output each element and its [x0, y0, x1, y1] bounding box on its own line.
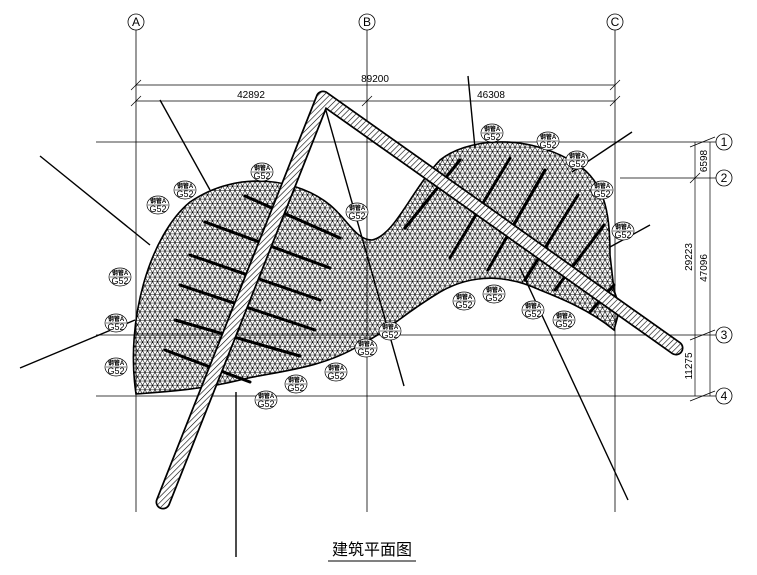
- member-tag: 钢管A G52: [250, 162, 274, 182]
- right-dimensions: [689, 136, 716, 402]
- member-tag-top: 钢管A: [382, 323, 399, 331]
- member-tag: 钢管A G52: [354, 338, 378, 358]
- axis-bubble-c: C: [606, 13, 624, 31]
- member-tag-top: 钢管A: [569, 152, 586, 160]
- member-tag-bottom: G52: [455, 300, 472, 310]
- member-tag: 钢管A G52: [590, 180, 614, 200]
- axis-label-4: 4: [721, 389, 728, 403]
- member-tag-bottom: G52: [287, 383, 304, 393]
- roof-membrane: [132, 141, 621, 395]
- member-tag-top: 钢管A: [177, 182, 194, 190]
- axis-label-b: B: [363, 15, 371, 29]
- axis-bubble-b: B: [358, 13, 376, 31]
- member-tag-bottom: G52: [348, 211, 365, 221]
- member-tag: 钢管A G52: [284, 374, 308, 394]
- horizontal-axes: [96, 141, 716, 397]
- member-tag-top: 钢管A: [456, 293, 473, 301]
- member-tag-bottom: G52: [176, 189, 193, 199]
- axis-label-1: 1: [721, 135, 728, 149]
- member-tag: 钢管A G52: [611, 221, 635, 241]
- member-tag-top: 钢管A: [288, 376, 305, 384]
- member-tag: 钢管A G52: [536, 131, 560, 151]
- member-tag-bottom: G52: [327, 371, 344, 381]
- member-tag: 钢管A G52: [104, 313, 128, 333]
- member-tag-bottom: G52: [568, 159, 585, 169]
- member-tag-top: 钢管A: [328, 364, 345, 372]
- member-tag: 钢管A G52: [521, 300, 545, 320]
- dim-span-12: 6598: [699, 149, 710, 172]
- member-tag-top: 钢管A: [556, 312, 573, 320]
- member-tag: 钢管A G52: [552, 310, 576, 330]
- axis-label-3: 3: [721, 328, 728, 342]
- member-tag-top: 钢管A: [540, 133, 557, 141]
- member-tag: 钢管A G52: [345, 202, 369, 222]
- member-tag-bottom: G52: [555, 319, 572, 329]
- member-tag-top: 钢管A: [108, 359, 125, 367]
- member-tag-bottom: G52: [485, 293, 502, 303]
- dim-span-14: 47096: [699, 254, 710, 282]
- axis-bubble-a: A: [127, 13, 145, 31]
- member-tag-bottom: G52: [253, 171, 270, 181]
- member-tag-bottom: G52: [107, 322, 124, 332]
- member-tag-top: 钢管A: [108, 315, 125, 323]
- member-tag: 钢管A G52: [452, 291, 476, 311]
- member-tag: 钢管A G52: [173, 180, 197, 200]
- member-tag: 钢管A G52: [480, 123, 504, 143]
- member-tag-bottom: G52: [257, 399, 274, 409]
- member-tag-top: 钢管A: [594, 182, 611, 190]
- axis-bubble-1: 1: [715, 133, 733, 151]
- member-tag-top: 钢管A: [525, 302, 542, 310]
- dim-span-34: 11275: [684, 352, 695, 380]
- member-tag-bottom: G52: [539, 140, 556, 150]
- axis-label-2: 2: [721, 171, 728, 185]
- member-tag-top: 钢管A: [349, 204, 366, 212]
- member-tag-top: 钢管A: [112, 269, 129, 277]
- member-tag-bottom: G52: [483, 132, 500, 142]
- member-tag-top: 钢管A: [254, 164, 271, 172]
- member-tag-bottom: G52: [593, 189, 610, 199]
- member-tag: 钢管A G52: [324, 362, 348, 382]
- member-tag-top: 钢管A: [358, 340, 375, 348]
- dim-overall-width: 89200: [361, 74, 389, 85]
- main-arch: [155, 90, 684, 510]
- member-tag-bottom: G52: [149, 204, 166, 214]
- drawing-title: 建筑平面图: [332, 541, 412, 559]
- dim-span-23: 29223: [684, 243, 695, 271]
- axis-bubble-3: 3: [715, 326, 733, 344]
- dim-span-bc: 46308: [477, 90, 505, 101]
- axis-label-a: A: [132, 15, 140, 29]
- member-tag-bottom: G52: [524, 309, 541, 319]
- member-tag-bottom: G52: [381, 330, 398, 340]
- member-tag-top: 钢管A: [484, 125, 501, 133]
- member-tag-bottom: G52: [357, 347, 374, 357]
- member-tag: 钢管A G52: [254, 390, 278, 410]
- member-tag-top: 钢管A: [150, 197, 167, 205]
- member-tag: 钢管A G52: [378, 321, 402, 341]
- member-tag-bottom: G52: [111, 276, 128, 286]
- member-tag: 钢管A G52: [146, 195, 170, 215]
- top-dimensions: [130, 79, 621, 107]
- axis-bubble-2: 2: [715, 169, 733, 187]
- member-tag-top: 钢管A: [486, 286, 503, 294]
- member-tag-top: 钢管A: [615, 223, 632, 231]
- axis-label-c: C: [611, 15, 620, 29]
- member-tag: 钢管A G52: [482, 284, 506, 304]
- axis-bubble-4: 4: [715, 387, 733, 405]
- member-tag-bottom: G52: [614, 230, 631, 240]
- member-tag-bottom: G52: [107, 366, 124, 376]
- member-tag: 钢管A G52: [108, 267, 132, 287]
- member-tag-top: 钢管A: [258, 392, 275, 400]
- member-tag: 钢管A G52: [104, 357, 128, 377]
- member-tag: 钢管A G52: [565, 150, 589, 170]
- dim-span-ab: 42892: [237, 90, 265, 101]
- member-tags: 钢管A G52 钢管A G52 钢管A G52 钢管A G52 钢管A G52: [104, 123, 635, 410]
